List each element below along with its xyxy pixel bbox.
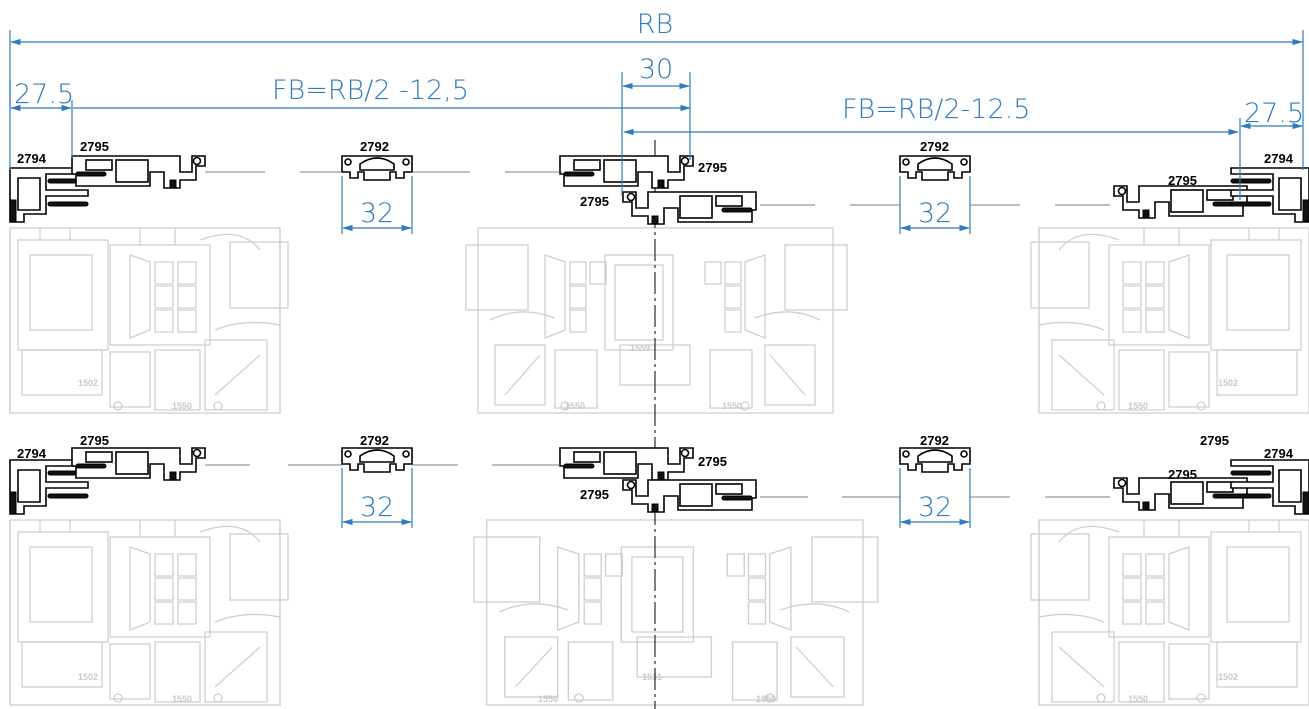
part-label-2794-br: 2794 bbox=[1264, 446, 1294, 461]
section-bottom-left bbox=[9, 519, 289, 706]
profile-2792-top-right bbox=[899, 155, 971, 181]
center-gap-label: 30 bbox=[639, 54, 673, 85]
clip-top-right-label: 32 bbox=[918, 198, 952, 229]
part-label-2792-tr: 2792 bbox=[920, 139, 949, 154]
part-label-2795-tl: 2795 bbox=[80, 139, 109, 154]
dimension-offset-right: 27.5 bbox=[1239, 98, 1304, 200]
profile-2795-top-center-a bbox=[559, 155, 694, 189]
dimension-fb-right: FB=RB/2-12.5 bbox=[622, 94, 1240, 136]
profile-2795-top-center-b bbox=[622, 191, 757, 225]
part-label-2795-tc1: 2795 bbox=[698, 160, 727, 175]
dimension-clip-top-left: 32 bbox=[341, 176, 413, 234]
part-label-2794-tl: 2794 bbox=[17, 151, 47, 166]
section-top-left bbox=[9, 227, 289, 414]
clip-top-left-label: 32 bbox=[360, 198, 394, 229]
label-1550-bc1: 1550 bbox=[538, 694, 558, 704]
connector-lines-bottom bbox=[205, 464, 1110, 498]
profile-2795-bottom-center-b bbox=[622, 479, 757, 513]
part-label-2792-bl: 2792 bbox=[360, 433, 389, 448]
label-1550-bc2: 1550 bbox=[756, 694, 776, 704]
label-1550-br: 1550 bbox=[1128, 694, 1148, 704]
fb-left-label: FB=RB/2 -12,5 bbox=[272, 75, 469, 106]
dimension-center-gap: 30 bbox=[621, 54, 691, 196]
profile-2792-bottom-right bbox=[899, 447, 971, 473]
label-1550-tr: 1550 bbox=[1128, 401, 1148, 411]
part-label-2795-bl: 2795 bbox=[80, 433, 109, 448]
dimension-clip-top-right: 32 bbox=[899, 176, 971, 234]
label-1502-tr: 1502 bbox=[1218, 378, 1238, 388]
clip-bottom-right-label: 32 bbox=[918, 492, 952, 523]
label-1550-tc1: 1550 bbox=[565, 401, 585, 411]
label-1502-tl: 1502 bbox=[78, 378, 98, 388]
fb-right-label: FB=RB/2-12.5 bbox=[842, 94, 1030, 125]
part-label-2792-tl: 2792 bbox=[360, 139, 389, 154]
section-top-center bbox=[465, 227, 848, 414]
offset-right-label: 27.5 bbox=[1244, 98, 1304, 129]
part-label-2795-br2: 2795 bbox=[1168, 467, 1197, 482]
label-1531: 1531 bbox=[642, 672, 662, 682]
dimension-offset-left: 27.5 bbox=[9, 79, 74, 158]
part-label-2794-tr: 2794 bbox=[1264, 151, 1294, 166]
label-1502-bl: 1502 bbox=[78, 672, 98, 682]
profile-2792-bottom-left bbox=[341, 447, 413, 473]
label-1550-tl: 1550 bbox=[172, 401, 192, 411]
dimension-rb: RB bbox=[9, 9, 1304, 170]
part-label-2795-tr: 2795 bbox=[1168, 173, 1197, 188]
label-1559: 1559 bbox=[630, 343, 650, 353]
connector-lines-top bbox=[205, 171, 1110, 206]
rb-label: RB bbox=[637, 9, 673, 40]
part-label-2795-br1: 2795 bbox=[1200, 433, 1229, 448]
profile-2795-bottom-right bbox=[1113, 477, 1248, 511]
part-label-2795-tc2: 2795 bbox=[580, 194, 609, 209]
profile-2792-top-left bbox=[341, 155, 413, 181]
profile-2795-top-right bbox=[1113, 185, 1248, 219]
label-1550-bl: 1550 bbox=[172, 694, 192, 704]
clip-bottom-left-label: 32 bbox=[360, 492, 394, 523]
dimension-fb-left: FB=RB/2 -12,5 bbox=[73, 75, 692, 112]
offset-left-label: 27.5 bbox=[14, 79, 74, 110]
dimension-clip-bottom-left: 32 bbox=[341, 468, 413, 528]
section-top-right bbox=[1031, 228, 1309, 413]
section-bottom-right bbox=[1031, 520, 1309, 705]
dimension-clip-bottom-right: 32 bbox=[899, 468, 971, 528]
part-label-2795-bc1: 2795 bbox=[698, 454, 727, 469]
profile-2795-bottom-center-a bbox=[559, 447, 694, 481]
profile-2795-top-left bbox=[71, 155, 206, 189]
label-1502-br: 1502 bbox=[1218, 672, 1238, 682]
section-bottom-center bbox=[473, 519, 879, 706]
profile-2795-bottom-left bbox=[71, 447, 206, 481]
part-label-2795-bc2: 2795 bbox=[580, 487, 609, 502]
part-label-2792-br: 2792 bbox=[920, 433, 949, 448]
part-label-2794-bl: 2794 bbox=[17, 446, 47, 461]
label-1550-tc2: 1550 bbox=[722, 401, 742, 411]
